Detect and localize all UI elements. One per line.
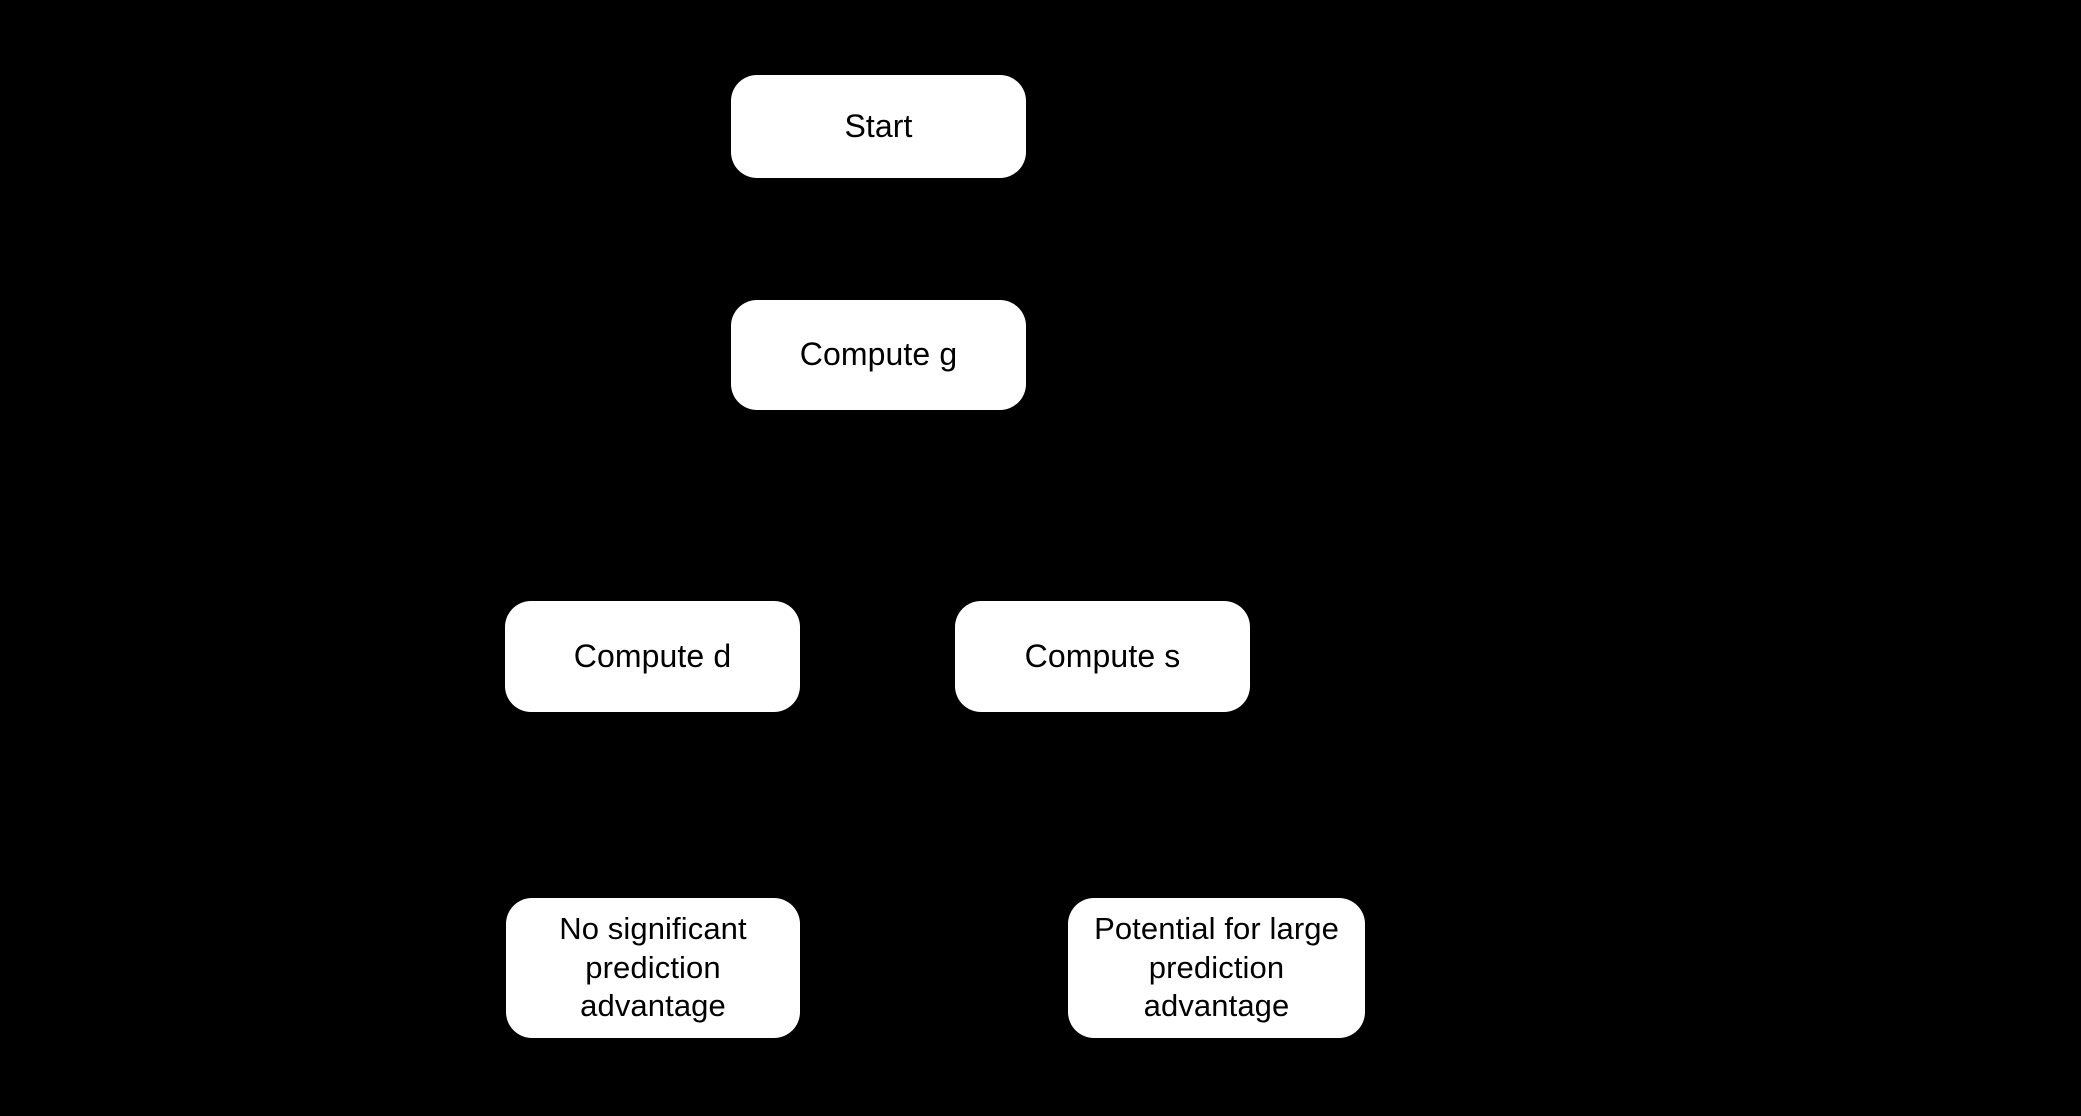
node-no-advantage-label: No significant prediction advantage xyxy=(559,911,747,1024)
node-compute-d-label: Compute d xyxy=(573,637,732,674)
node-compute-d[interactable]: Compute d xyxy=(505,601,800,712)
node-large-advantage-label: Potential for large prediction advantage xyxy=(1094,911,1339,1024)
node-potential-large-prediction-advantage[interactable]: Potential for large prediction advantage xyxy=(1068,898,1365,1038)
node-start-label: Start xyxy=(844,107,913,144)
edge-compute-g-to-compute-s xyxy=(915,408,1102,604)
node-compute-s[interactable]: Compute s xyxy=(955,601,1250,712)
edge-compute-g-to-compute-d xyxy=(653,408,841,604)
node-compute-g[interactable]: Compute g xyxy=(731,300,1026,410)
node-no-significant-prediction-advantage[interactable]: No significant prediction advantage xyxy=(506,898,800,1038)
node-start[interactable]: Start xyxy=(731,75,1026,178)
node-compute-g-label: Compute g xyxy=(799,336,958,373)
edge-compute-s-to-large-advantage xyxy=(1100,711,1218,901)
node-compute-s-label: Compute s xyxy=(1024,637,1181,674)
